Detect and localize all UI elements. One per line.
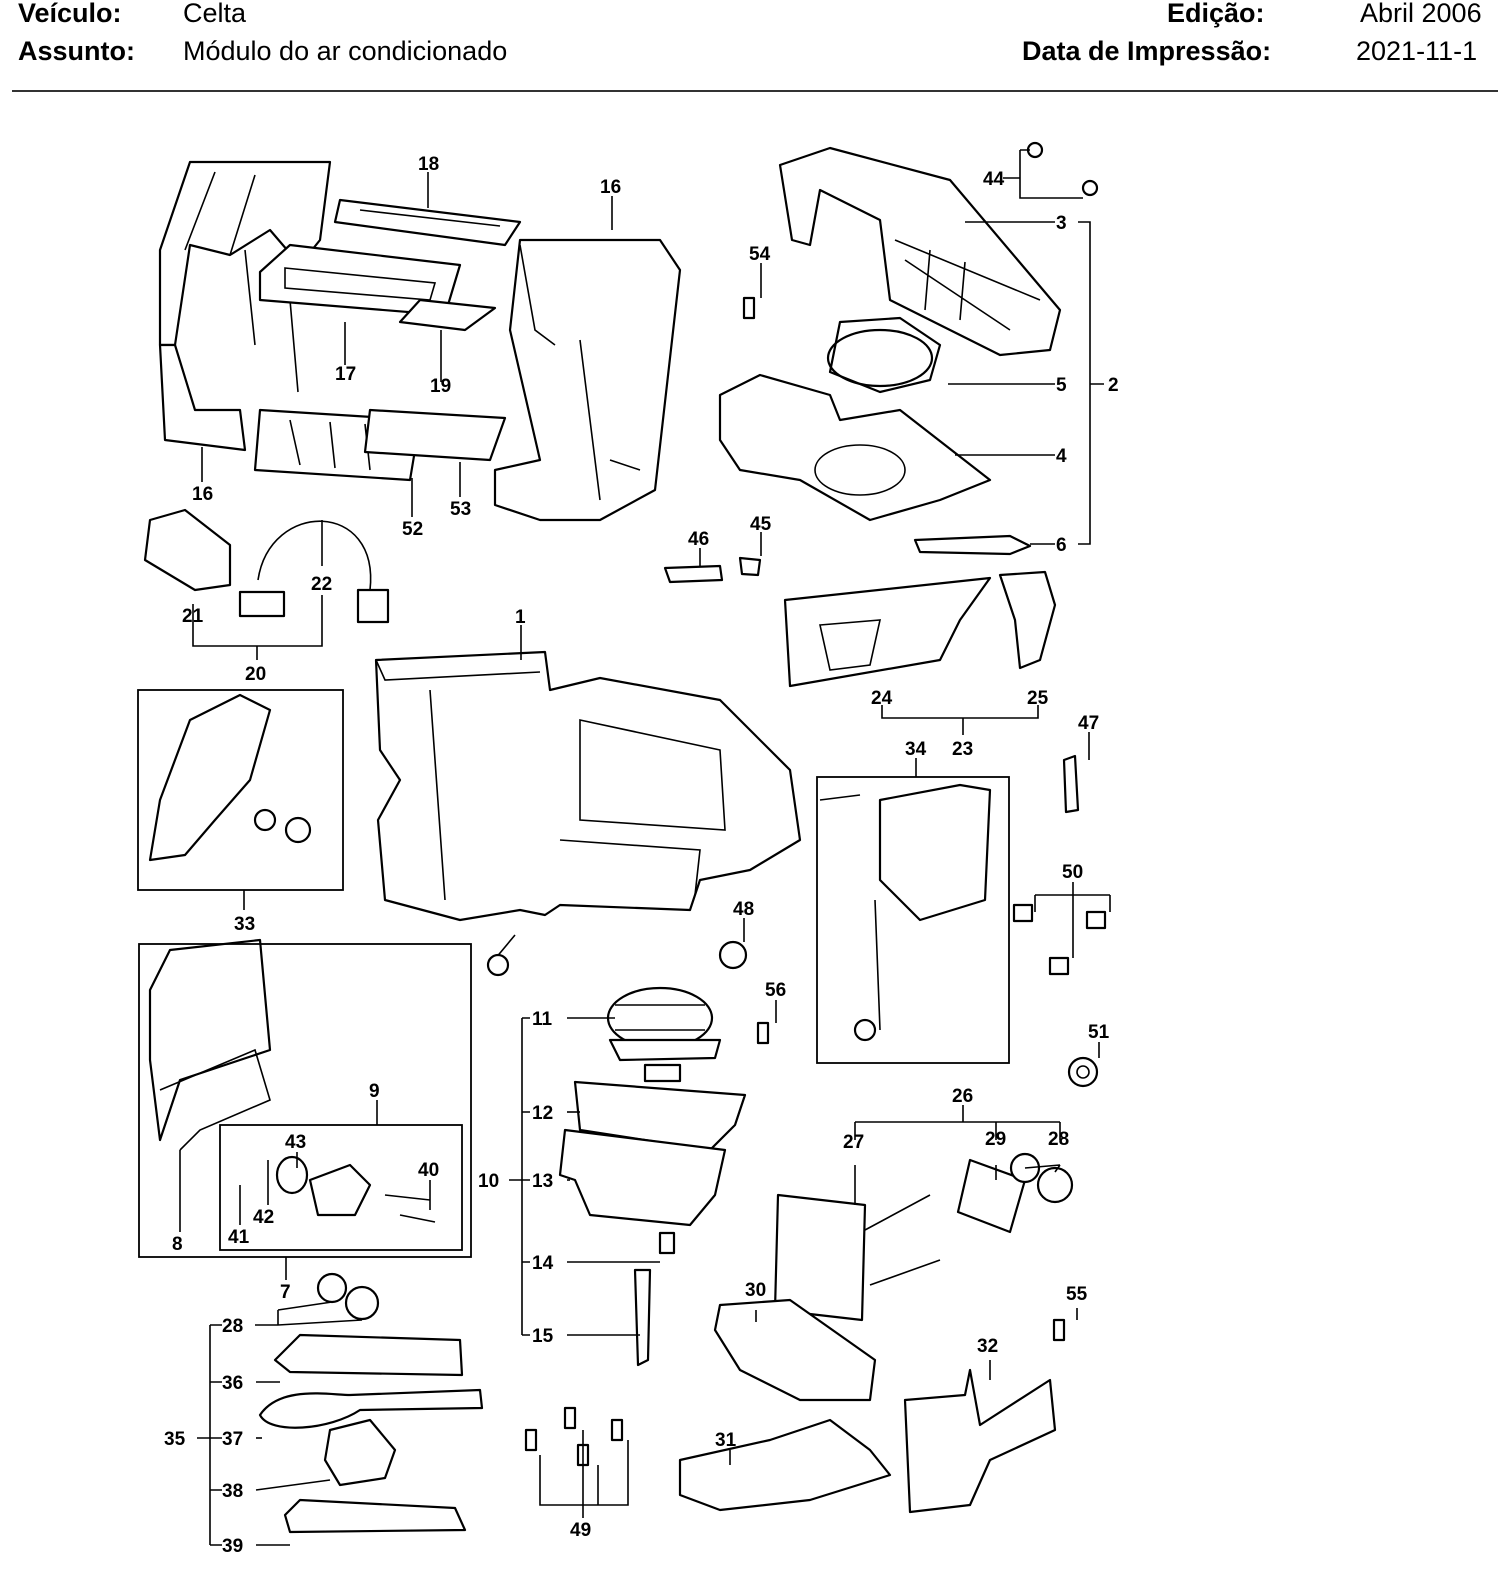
callout-24: 24	[871, 688, 893, 709]
vehicle-label: Veículo:	[18, 0, 122, 28]
callout-21: 21	[182, 606, 204, 627]
callout-36: 36	[222, 1373, 243, 1394]
callout-56: 56	[765, 980, 786, 1001]
callout-52: 52	[402, 519, 423, 540]
callout-2: 2	[1108, 375, 1119, 396]
callout-29: 29	[985, 1129, 1006, 1150]
callout-5: 5	[1056, 375, 1067, 396]
callout-7: 7	[280, 1282, 291, 1303]
callout-48: 48	[733, 899, 754, 920]
edition-label: Edição:	[1167, 0, 1265, 28]
callout-17: 17	[335, 364, 356, 385]
detail-boxes	[137, 689, 1010, 1258]
callout-45: 45	[750, 514, 772, 535]
callout-37: 37	[222, 1429, 243, 1450]
callout-35: 35	[164, 1429, 186, 1450]
callout-43: 43	[285, 1132, 306, 1153]
callout-20: 20	[245, 664, 266, 685]
edition-value: Abril 2006	[1360, 0, 1482, 28]
callout-8: 8	[172, 1234, 183, 1255]
callout-32: 32	[977, 1336, 998, 1357]
callout-28-left: 28	[222, 1316, 243, 1337]
callout-13: 13	[532, 1171, 553, 1192]
callout-47: 47	[1078, 713, 1099, 734]
header-divider	[12, 90, 1498, 92]
vehicle-value: Celta	[183, 0, 247, 28]
callout-46: 46	[688, 529, 709, 550]
box-34	[816, 776, 1010, 1064]
callout-4: 4	[1056, 446, 1067, 467]
callout-10: 10	[478, 1171, 499, 1192]
callout-31: 31	[715, 1430, 737, 1451]
callout-12: 12	[532, 1103, 553, 1124]
callout-26: 26	[952, 1086, 973, 1107]
callout-55: 55	[1066, 1284, 1088, 1305]
box-7	[138, 943, 472, 1258]
callout-labels: 18 16 17 19 16 53 52 44 3 54 5 2 4 6 46 …	[164, 154, 1119, 1557]
print-date-label: Data de Impressão:	[1022, 36, 1272, 66]
callout-30: 30	[745, 1280, 766, 1301]
callout-34: 34	[905, 739, 927, 760]
callout-6: 6	[1056, 535, 1067, 556]
callout-9: 9	[369, 1081, 380, 1102]
callout-40: 40	[418, 1160, 439, 1181]
leader-lines	[179, 149, 1111, 1546]
callout-14: 14	[532, 1253, 554, 1274]
callout-33: 33	[234, 914, 255, 935]
callout-41: 41	[228, 1227, 250, 1248]
callout-54: 54	[749, 244, 771, 265]
callout-25: 25	[1027, 688, 1049, 709]
print-date-value: 2021-11-1	[1356, 36, 1478, 66]
callout-18: 18	[418, 154, 439, 175]
callout-39: 39	[222, 1536, 243, 1557]
callout-44: 44	[983, 169, 1005, 190]
subject-value: Módulo do ar condicionado	[183, 36, 508, 66]
callout-1: 1	[515, 607, 526, 628]
callout-42: 42	[253, 1207, 274, 1228]
callout-15: 15	[532, 1326, 554, 1347]
callout-51: 51	[1088, 1022, 1110, 1043]
callout-53: 53	[450, 499, 471, 520]
callout-50: 50	[1062, 862, 1083, 883]
callout-22: 22	[311, 574, 332, 595]
callout-27: 27	[843, 1132, 864, 1153]
callout-19: 19	[430, 376, 451, 397]
box-9	[219, 1124, 463, 1251]
callout-38: 38	[222, 1481, 243, 1502]
callout-23: 23	[952, 739, 973, 760]
callout-49: 49	[570, 1520, 591, 1541]
subject-label: Assunto:	[18, 36, 135, 66]
callout-16-top-right: 16	[600, 177, 621, 198]
callout-3: 3	[1056, 213, 1067, 234]
box-33	[137, 689, 344, 891]
part-drawings	[143, 141, 1107, 1534]
callout-11: 11	[532, 1009, 553, 1030]
callout-16-bottom-left: 16	[192, 484, 213, 505]
callout-28-right: 28	[1048, 1129, 1069, 1150]
